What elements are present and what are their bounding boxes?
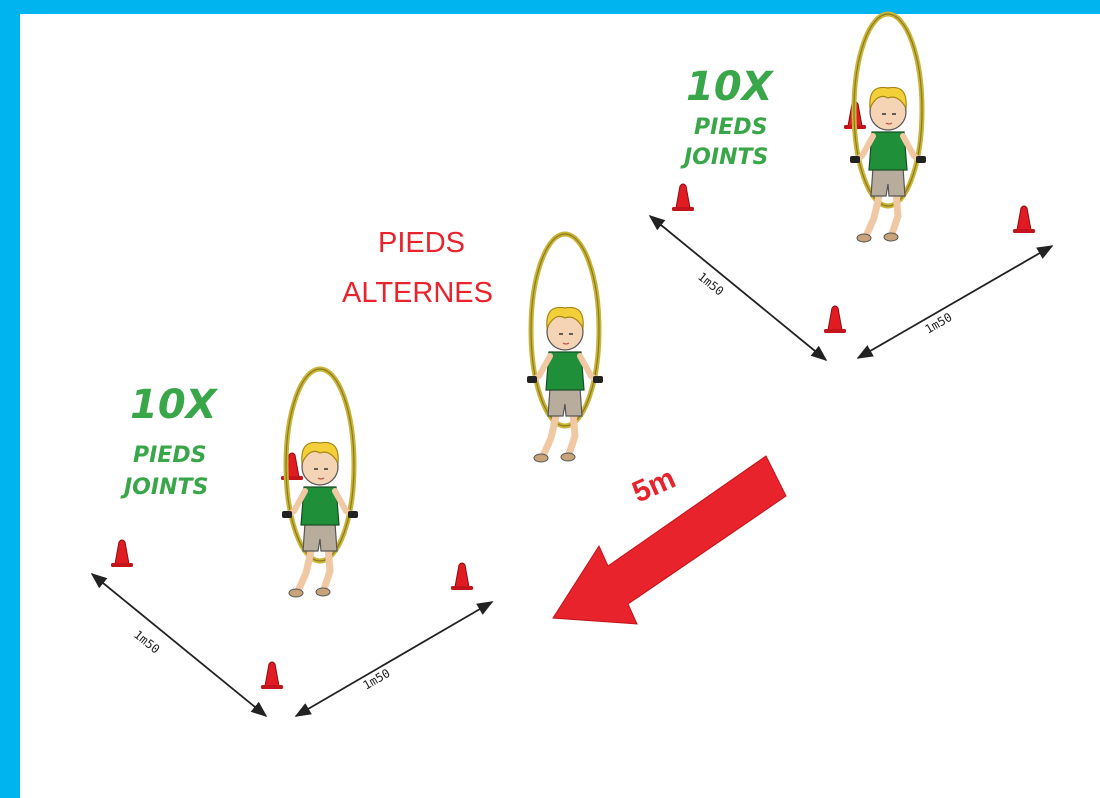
middle-pieds-label: PIEDS	[378, 227, 465, 259]
left-joints-label: JOINTS	[120, 475, 208, 500]
right-station: 10X PIEDS JOINTS 1m50 1m50	[648, 14, 1054, 362]
cone-icon	[823, 305, 847, 334]
right-dimension-b: 1m50	[923, 310, 955, 337]
middle-station: PIEDS ALTERNES	[342, 227, 603, 462]
right-joints-label: JOINTS	[680, 145, 768, 170]
distance-label: 5m	[627, 462, 680, 510]
right-count-label: 10X	[686, 64, 775, 110]
right-pieds-label: PIEDS	[694, 115, 767, 140]
double-arrow-icon	[294, 601, 494, 717]
cone-icon	[671, 183, 695, 212]
direction-arrow: 5m	[552, 455, 787, 625]
cone-icon	[450, 562, 474, 591]
double-arrow-icon	[856, 245, 1054, 359]
double-arrow-icon	[648, 214, 828, 362]
left-station: 10X PIEDS JOINTS 1m50 1m50	[90, 369, 494, 718]
cone-icon	[1012, 205, 1036, 234]
double-arrow-icon	[90, 572, 268, 718]
left-dimension-a: 1m50	[131, 627, 162, 656]
middle-alternes-label: ALTERNES	[342, 277, 493, 309]
child-jumping-rope-icon	[527, 234, 603, 462]
cone-icon	[110, 539, 134, 568]
child-jumping-rope-icon	[282, 369, 358, 597]
left-count-label: 10X	[130, 382, 219, 428]
big-arrow-icon	[552, 455, 787, 625]
cone-icon	[260, 661, 284, 690]
left-pieds-label: PIEDS	[133, 443, 206, 468]
